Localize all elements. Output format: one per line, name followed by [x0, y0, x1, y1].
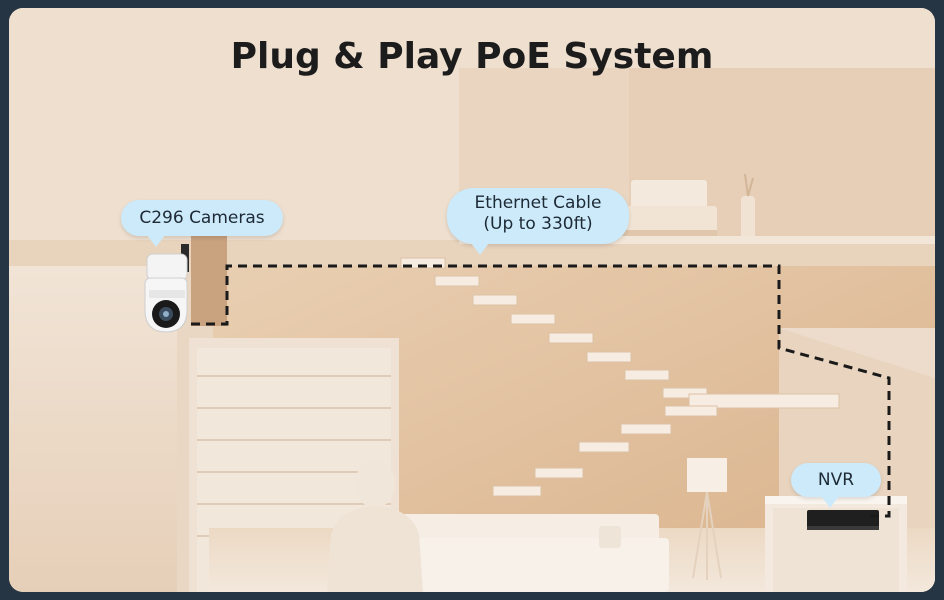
ethernet-cable-title: Ethernet Cable	[474, 193, 602, 213]
floor-lamp-icon	[687, 458, 727, 580]
nvr-cabinet	[765, 496, 907, 592]
person-figure	[327, 460, 423, 592]
ethernet-cable-range: (Up to 330ft)	[483, 214, 593, 234]
sofa-icon	[391, 514, 669, 592]
ethernet-cable-label: Ethernet Cable (Up to 330ft)	[447, 188, 629, 255]
staircase	[400, 257, 840, 497]
scene-frame: Plug & Play PoE System C296 Cameras Ethe…	[9, 8, 935, 592]
ethernet-cable	[191, 264, 891, 518]
vase-plant	[741, 173, 755, 240]
page-title: Plug & Play PoE System	[230, 36, 714, 77]
nvr-device-icon	[807, 510, 879, 530]
interior-illustration	[9, 8, 935, 592]
nvr-label: NVR	[791, 463, 881, 508]
upstairs-sofa	[621, 180, 717, 238]
cameras-label: C296 Cameras	[121, 200, 283, 247]
camera-icon	[144, 244, 189, 333]
